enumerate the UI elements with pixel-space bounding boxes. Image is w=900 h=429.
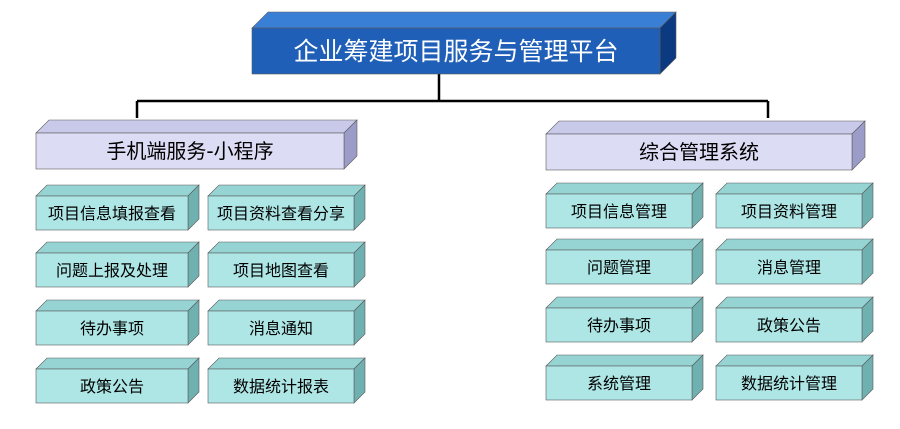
branch-0-item-2-front-face bbox=[35, 252, 189, 288]
branch-0-item-7-label: 数据统计报表 bbox=[233, 377, 329, 396]
title-box: 企业筹建项目服务与管理平台 bbox=[251, 11, 677, 75]
branch-box-management-system: 综合管理系统 bbox=[545, 120, 866, 171]
branch-0-item-4: 待办事项 bbox=[35, 299, 200, 346]
branch-1-item-3-label: 消息管理 bbox=[757, 258, 821, 277]
branch-0-item-0-label: 项目信息填报查看 bbox=[48, 204, 176, 223]
branch-0-item-7: 数据统计报表 bbox=[207, 357, 366, 404]
branch-0-item-7-front-face bbox=[207, 368, 355, 404]
branch-1-item-4-top-face bbox=[545, 296, 704, 309]
branch-0-item-3-label: 项目地图查看 bbox=[233, 261, 329, 280]
branch-1-item-1-front-face bbox=[715, 193, 863, 229]
branch-0-item-0-top-face bbox=[35, 184, 200, 197]
branch-1-item-2-top-face bbox=[545, 238, 704, 251]
branch-0-item-2: 问题上报及处理 bbox=[35, 241, 200, 288]
branch-0-item-4-front-face bbox=[35, 310, 189, 346]
branch-0-item-1-front-face bbox=[207, 195, 355, 231]
branch-0-item-1: 项目资料查看分享 bbox=[207, 184, 366, 231]
branch-1-item-3-front-face bbox=[715, 249, 863, 285]
branch-box-miniprogram: 手机端服务-小程序 bbox=[35, 119, 358, 170]
branch-0-item-1-top-face bbox=[207, 184, 366, 197]
branch-1-item-5-label: 政策公告 bbox=[757, 316, 821, 335]
branch-1-item-6: 系统管理 bbox=[545, 354, 704, 401]
branch-0-item-3: 项目地图查看 bbox=[207, 241, 366, 288]
branch-box-management-system-front-face bbox=[545, 133, 853, 171]
branch-1-item-0-top-face bbox=[545, 182, 704, 195]
branch-1-item-2-front-face bbox=[545, 249, 693, 285]
branch-0-item-6: 政策公告 bbox=[35, 357, 200, 404]
branch-0-item-2-top-face bbox=[35, 241, 200, 254]
branch-1-item-5-top-face bbox=[715, 296, 874, 309]
branch-1-item-7: 数据统计管理 bbox=[715, 354, 874, 401]
branch-1-item-6-top-face bbox=[545, 354, 704, 367]
branch-0-item-5-front-face bbox=[207, 310, 355, 346]
branch-0-item-1-label: 项目资料查看分享 bbox=[217, 204, 345, 223]
branch-0-item-6-label: 政策公告 bbox=[80, 377, 144, 396]
branch-box-management-system-label: 综合管理系统 bbox=[639, 140, 759, 164]
branch-0-item-5-top-face bbox=[207, 299, 366, 312]
branch-1-item-4-front-face bbox=[545, 307, 693, 343]
branch-1-item-7-label: 数据统计管理 bbox=[741, 374, 837, 393]
branch-box-miniprogram-top-face bbox=[35, 119, 358, 134]
branch-1-item-4: 待办事项 bbox=[545, 296, 704, 343]
branch-0-item-6-top-face bbox=[35, 357, 200, 370]
branch-0-item-3-top-face bbox=[207, 241, 366, 254]
branch-0-item-2-label: 问题上报及处理 bbox=[56, 261, 168, 280]
branch-1-item-0-front-face bbox=[545, 193, 693, 229]
branch-1-item-2: 问题管理 bbox=[545, 238, 704, 285]
branch-0-item-6-front-face bbox=[35, 368, 189, 404]
branch-0-item-4-top-face bbox=[35, 299, 200, 312]
branch-1-item-3: 消息管理 bbox=[715, 238, 874, 285]
branch-0-item-5: 消息通知 bbox=[207, 299, 366, 346]
branch-1-item-6-label: 系统管理 bbox=[587, 374, 651, 393]
branch-0-item-7-top-face bbox=[207, 357, 366, 370]
branch-1-item-3-top-face bbox=[715, 238, 874, 251]
connector-lines bbox=[135, 74, 770, 118]
branch-1-item-4-label: 待办事项 bbox=[587, 316, 651, 335]
branch-1-item-0: 项目信息管理 bbox=[545, 182, 704, 229]
branch-0-item-0: 项目信息填报查看 bbox=[35, 184, 200, 231]
branch-0-item-5-label: 消息通知 bbox=[249, 319, 313, 338]
branch-1-item-1-label: 项目资料管理 bbox=[741, 202, 837, 221]
branch-1-item-5-front-face bbox=[715, 307, 863, 343]
branch-0-item-0-front-face bbox=[35, 195, 189, 231]
branch-box-miniprogram-front-face bbox=[35, 132, 345, 170]
branch-1-item-7-top-face bbox=[715, 354, 874, 367]
title-box-front-face bbox=[251, 27, 661, 75]
branch-1-item-6-front-face bbox=[545, 365, 693, 401]
branch-0-item-4-label: 待办事项 bbox=[80, 319, 144, 338]
title-box-top-face bbox=[251, 11, 677, 29]
branch-1-item-1-top-face bbox=[715, 182, 874, 195]
branch-1-item-0-label: 项目信息管理 bbox=[571, 202, 667, 221]
branch-1-item-5: 政策公告 bbox=[715, 296, 874, 343]
branch-0-item-3-front-face bbox=[207, 252, 355, 288]
branch-box-management-system-top-face bbox=[545, 120, 866, 135]
title-box-label: 企业筹建项目服务与管理平台 bbox=[293, 37, 618, 66]
branch-box-miniprogram-label: 手机端服务-小程序 bbox=[106, 139, 273, 163]
branch-1-item-2-label: 问题管理 bbox=[587, 258, 651, 277]
branch-1-item-1: 项目资料管理 bbox=[715, 182, 874, 229]
branch-1-item-7-front-face bbox=[715, 365, 863, 401]
